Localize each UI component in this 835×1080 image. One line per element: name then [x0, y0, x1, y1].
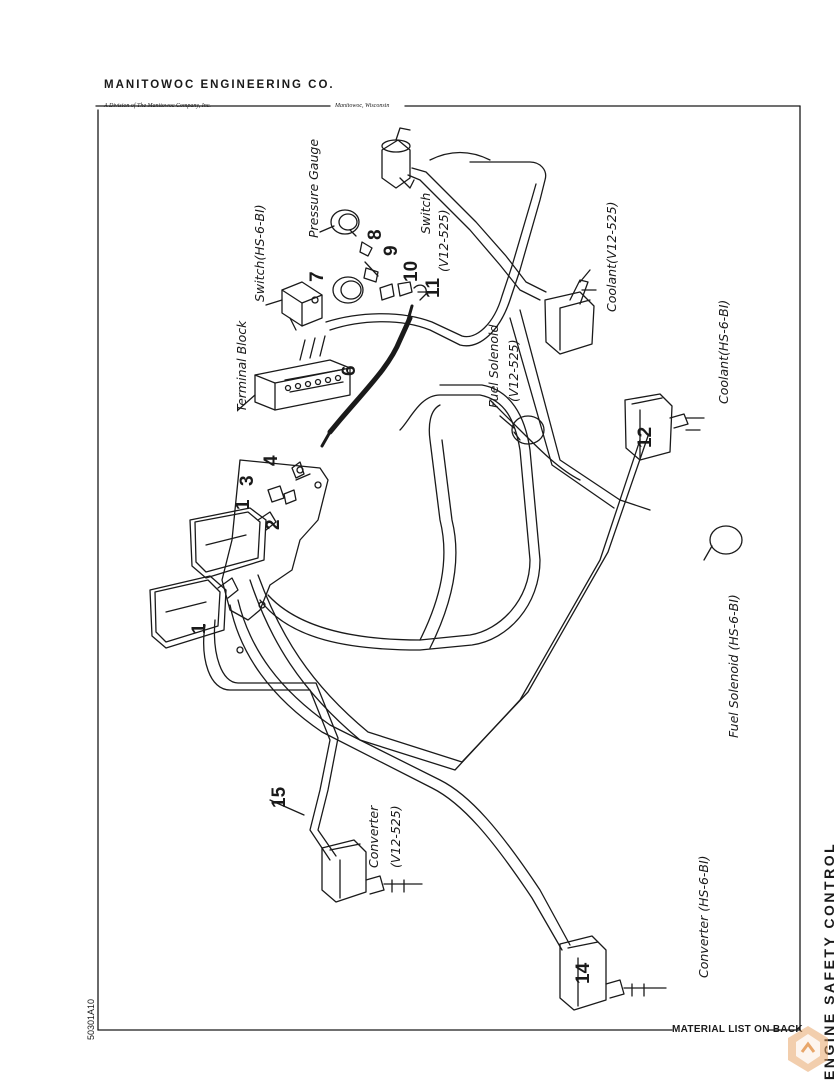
- callout-3: 3: [237, 475, 258, 486]
- document-number: 50301A10: [86, 998, 96, 1040]
- division-line: A Division of The Manitowoc Company, Inc…: [104, 103, 211, 109]
- label-switch-hs: Switch(HS-6-BI): [252, 204, 267, 302]
- terminal-block: [254, 335, 351, 411]
- mounting-plate: [221, 459, 329, 654]
- material-list-note: MATERIAL LIST ON BACK: [672, 1024, 803, 1035]
- hose-6: [327, 315, 413, 435]
- callout-1a: 1: [233, 499, 254, 510]
- label-switch-v12: Switch: [418, 192, 433, 234]
- callout-12: 12: [635, 426, 656, 448]
- callout-9: 9: [381, 245, 402, 256]
- callout-1b: 1: [189, 623, 210, 634]
- harness-loop: [267, 394, 531, 641]
- label-coolant-v12: Coolant(V12-525): [604, 201, 619, 312]
- callout-6: 6: [339, 365, 360, 376]
- converter-hs-unit: [559, 935, 667, 1011]
- callout-2: 2: [263, 519, 284, 530]
- label-fuel-solenoid-v12-model: (V12-525): [506, 339, 521, 402]
- harness-main-1: [237, 599, 571, 946]
- harness-upper: [329, 161, 547, 347]
- watermark-logo-icon: [788, 1026, 828, 1072]
- switch-v12: [381, 127, 415, 189]
- callout-11: 11: [423, 277, 444, 298]
- label-pressure-gauge: Pressure Gauge: [306, 138, 321, 238]
- callout-10: 10: [401, 260, 422, 282]
- switch-gauge-1a: [189, 507, 277, 579]
- label-terminal-block: Terminal Block: [234, 320, 249, 412]
- fuel-solenoid-hs-unit: [703, 525, 743, 561]
- label-fuel-solenoid-v12: Fuel Solenoid: [486, 324, 501, 408]
- label-converter-v12-model: (V12-525): [388, 805, 403, 868]
- callout-15: 15: [269, 786, 290, 808]
- coolant-hs-unit: [624, 393, 705, 461]
- city-line: Manitowoc, Wisconsin: [335, 103, 390, 109]
- pressure-gauges: [330, 209, 427, 304]
- switch-hs: [281, 281, 323, 331]
- company-name: MANITOWOC ENGINEERING CO.: [104, 79, 335, 91]
- callout-4: 4: [261, 455, 282, 466]
- fittings-3-4: [267, 461, 311, 505]
- label-switch-v12-model: (V12-525): [436, 209, 451, 272]
- harness-lower: [203, 624, 331, 861]
- converter-v12-unit: [321, 839, 423, 903]
- coolant-v12-unit: [544, 269, 597, 355]
- label-fuel-solenoid-hs: Fuel Solenoid (HS-6-BI): [726, 594, 741, 738]
- fuel-solenoid-v12-unit: [511, 415, 545, 445]
- callout-8: 8: [365, 229, 386, 240]
- harness-main-2: [249, 439, 641, 771]
- callout-7: 7: [307, 271, 328, 282]
- label-converter-v12: Converter: [366, 805, 381, 868]
- switch-gauge-1b: [149, 575, 239, 649]
- label-converter-hs: Converter (HS-6-BI): [696, 855, 711, 978]
- label-coolant-hs: Coolant(HS-6-BI): [716, 299, 731, 404]
- callout-14: 14: [573, 962, 594, 984]
